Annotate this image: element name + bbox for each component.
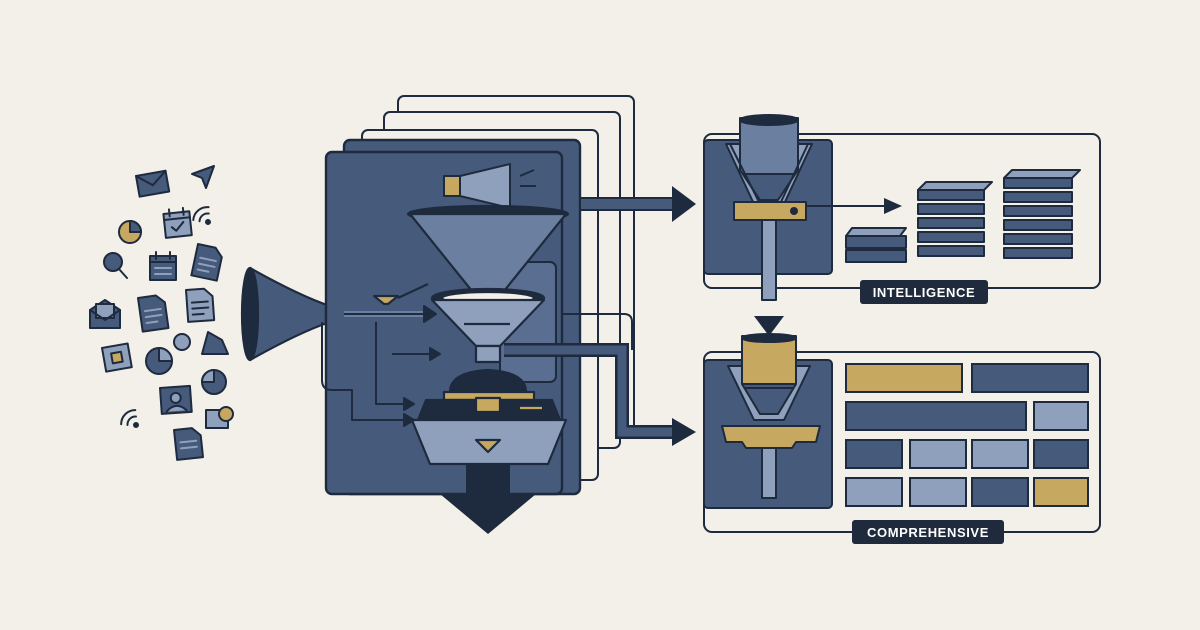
intelligence-label-text: INTELLIGENCE — [873, 285, 976, 300]
megaphone-icon — [443, 163, 536, 209]
hopper-icon — [372, 204, 570, 466]
shape-icon — [201, 331, 229, 355]
stacked-blocks-icon — [845, 227, 907, 263]
circle-icon — [173, 333, 191, 351]
flow-arrow-down — [754, 316, 784, 336]
output-down-arrow — [440, 464, 536, 534]
open-envelope-icon — [89, 299, 121, 329]
table-grid-icon — [845, 363, 1089, 507]
document-icon — [185, 287, 216, 323]
calendar-icon — [149, 251, 177, 281]
magnifier-icon — [103, 252, 128, 279]
internal-flow-arrows — [321, 305, 441, 427]
wifi-signal-icon — [120, 409, 139, 428]
pie-chart-icon — [118, 220, 142, 244]
flow-arrow-comprehensive — [504, 313, 696, 446]
shape-icon — [205, 406, 234, 429]
pie-chart-icon — [201, 369, 227, 395]
pie-chart-icon — [145, 347, 173, 375]
paper-plane-icon — [191, 165, 215, 189]
document-folded-icon — [173, 427, 204, 461]
camera-icon — [159, 384, 193, 415]
comprehensive-label-text: COMPREHENSIVE — [867, 525, 989, 540]
comprehensive-label: COMPREHENSIVE — [852, 520, 1004, 544]
stacked-blocks-icon — [1003, 169, 1081, 259]
envelope-icon — [135, 169, 171, 198]
image-icon — [101, 342, 133, 373]
stacked-blocks-icon — [917, 181, 993, 257]
document-icon — [137, 294, 170, 333]
intelligence-label: INTELLIGENCE — [860, 280, 988, 304]
flow-arrow-stacks — [806, 198, 902, 214]
calendar-check-icon — [162, 206, 193, 239]
document-icon — [190, 243, 223, 282]
flow-arrow-intelligence — [579, 186, 696, 222]
scattered-data-icons — [89, 165, 234, 461]
intelligence-module — [703, 114, 1101, 301]
wifi-signal-icon — [192, 206, 211, 225]
